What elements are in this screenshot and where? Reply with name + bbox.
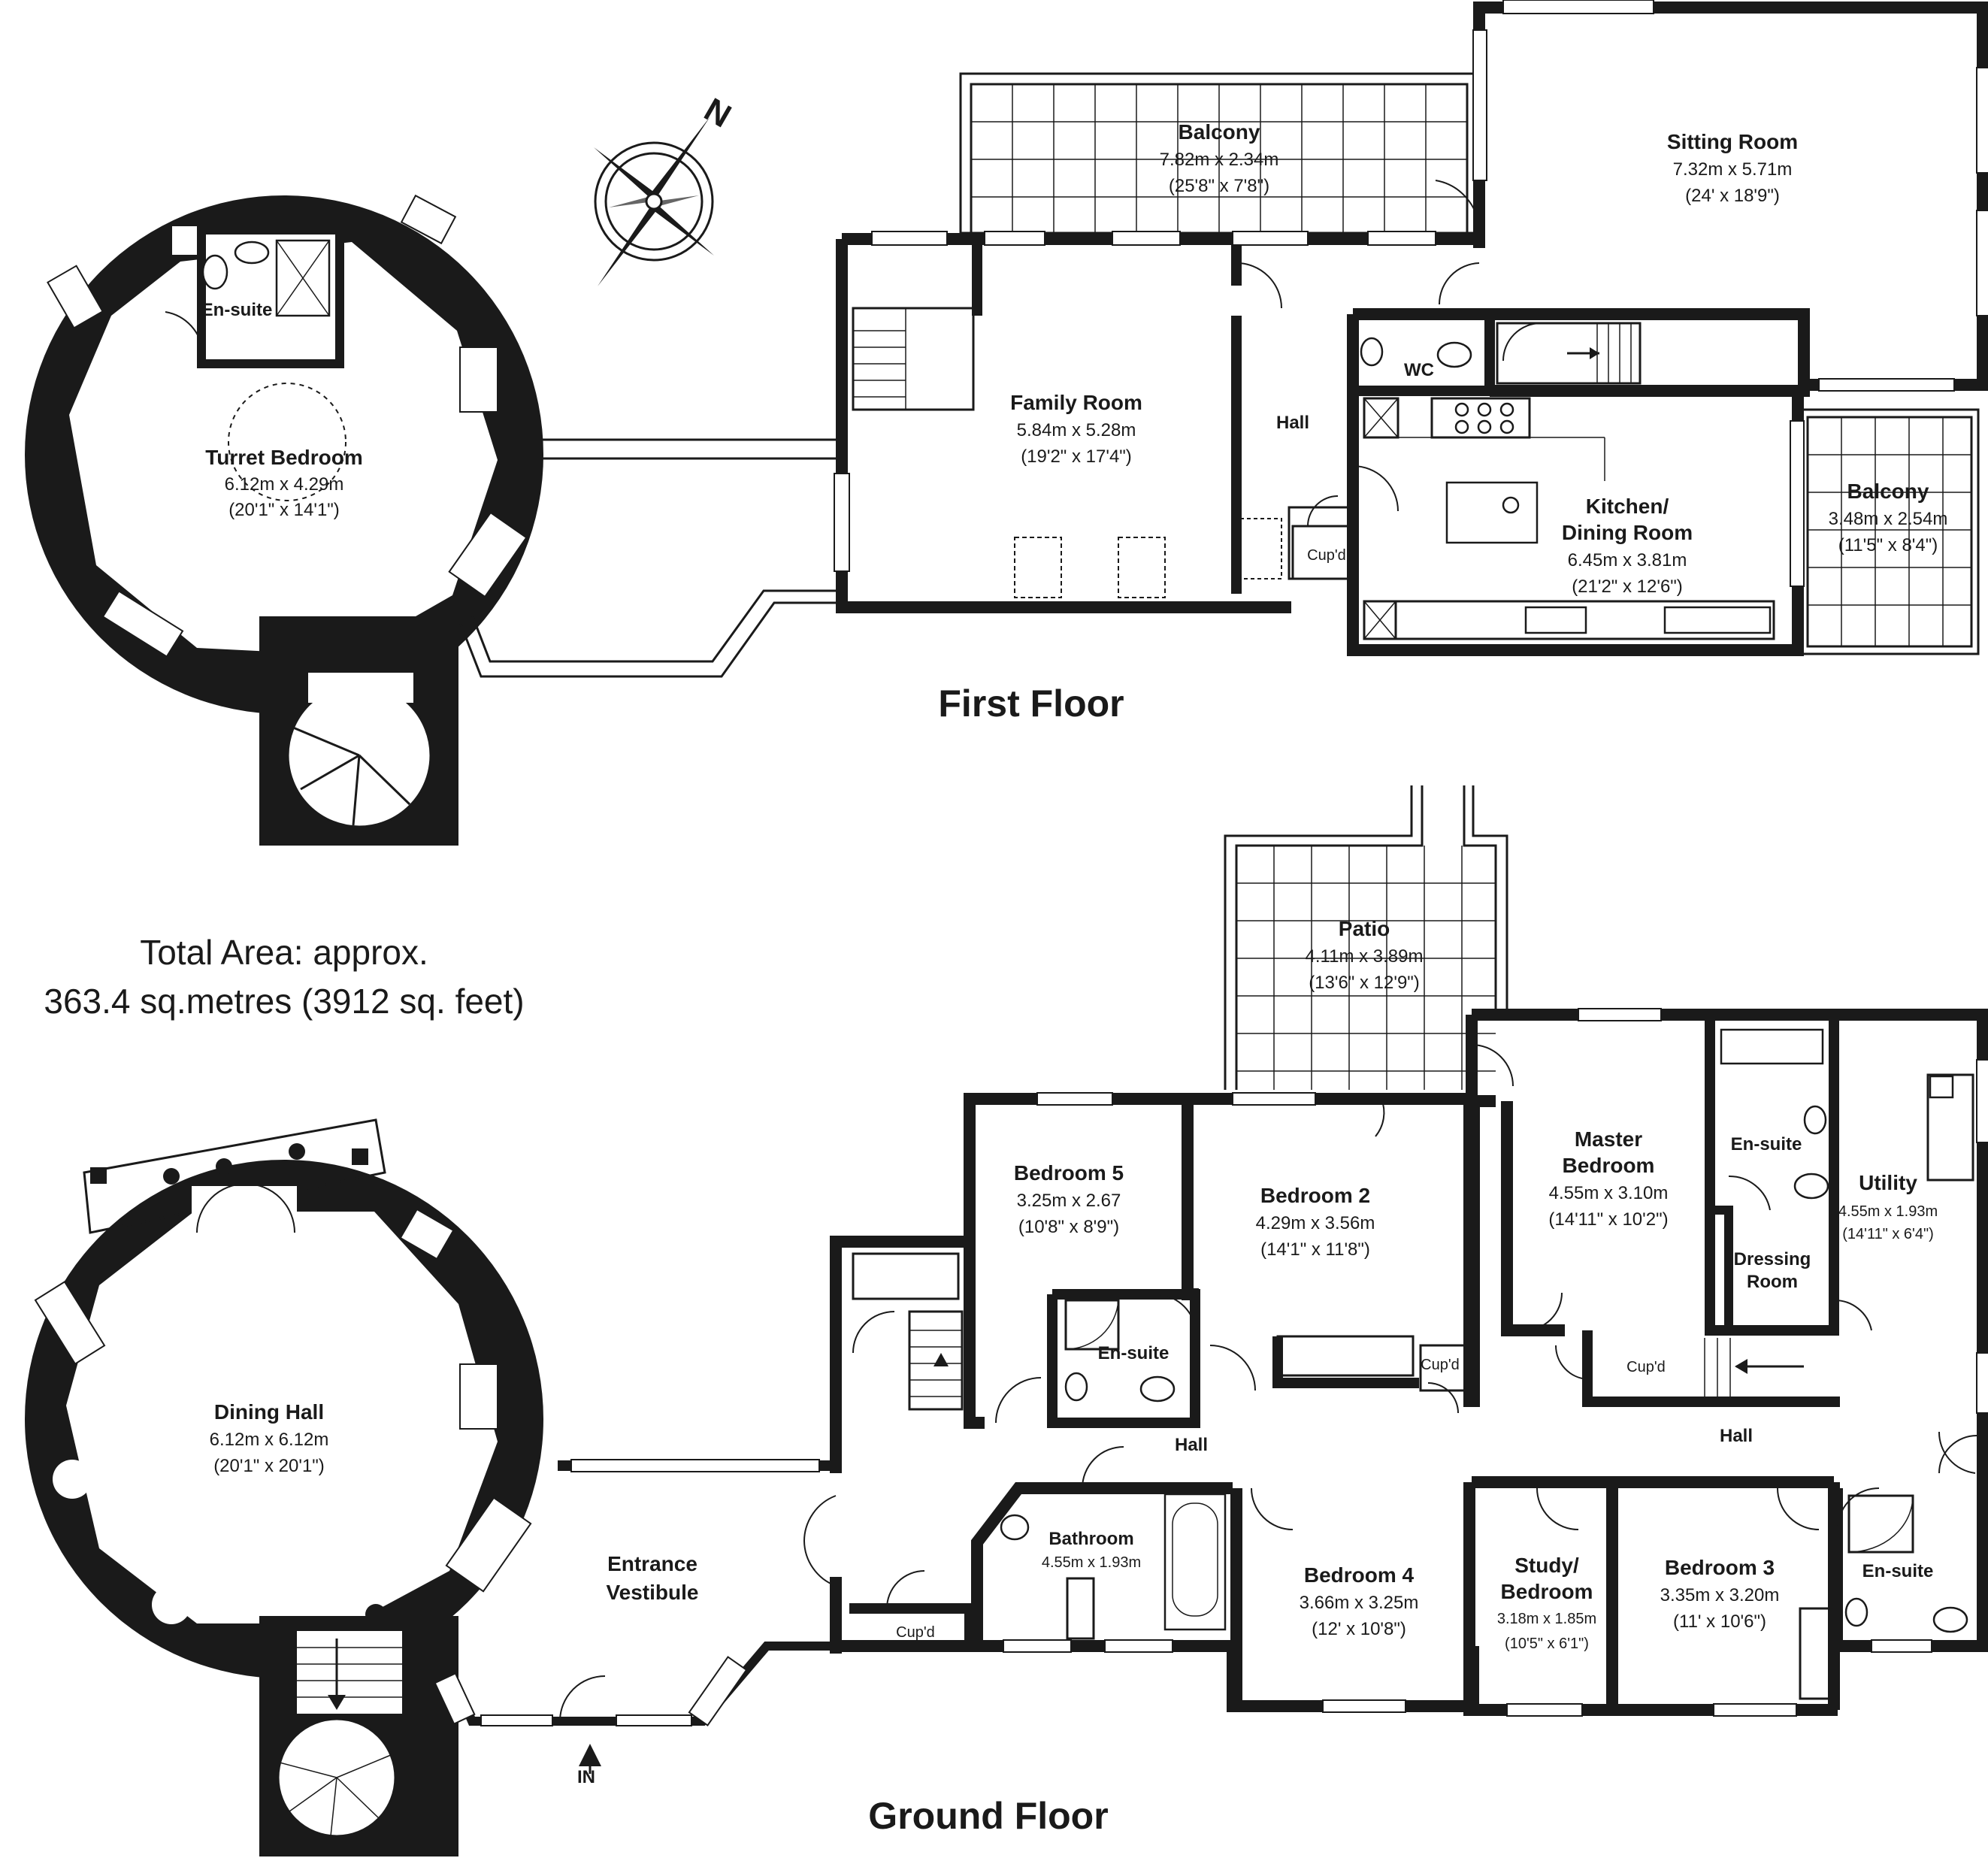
dining-hall-imperial: (20'1" x 20'1") [213,1456,325,1476]
balcony-east-metric: 3.48m x 2.54m [1829,509,1948,529]
study-name-line2: Bedroom [1501,1580,1593,1603]
bedroom2-metric: 4.29m x 3.56m [1256,1213,1375,1233]
turret-bedroom-imperial: (20'1" x 14'1") [228,500,340,520]
total-area-line1: Total Area: approx. [140,933,428,972]
sitting-room-walls [1435,0,1988,392]
sitting-room-metric: 7.32m x 5.71m [1673,159,1793,180]
sitting-room-imperial: (24' x 18'9") [1685,186,1780,206]
ground-floor-title: Ground Floor [868,1795,1108,1837]
family-room-metric: 5.84m x 5.28m [1017,420,1136,440]
bedroom5-name: Bedroom 5 [1014,1161,1124,1185]
bedroom4-metric: 3.66m x 3.25m [1300,1593,1419,1613]
compass-north-label: N [698,91,737,135]
patio-name: Patio [1339,917,1390,940]
utility-metric: 4.55m x 1.93m [1838,1203,1938,1220]
vestibule-name-line1: Entrance [607,1552,697,1575]
study-imperial: (10'5" x 6'1") [1505,1636,1589,1652]
sitting-room-name: Sitting Room [1667,130,1798,153]
utility-name: Utility [1859,1171,1917,1194]
bedroom3-metric: 3.35m x 3.20m [1660,1585,1780,1605]
balcony-north-name: Balcony [1179,120,1260,144]
ground-floor-labels: Patio 4.11m x 3.89m (13'6" x 12'9") Dini… [210,917,1938,1837]
first-floor-labels: Turret Bedroom 6.12m x 4.29m (20'1" x 14… [201,120,1948,725]
balcony-north-metric: 7.82m x 2.34m [1160,150,1279,170]
kitchen-name-line1: Kitchen/ [1586,495,1669,518]
hall-cupd-name: Cup'd [1626,1359,1666,1375]
bathroom-name: Bathroom [1048,1529,1133,1549]
bedroom5-imperial: (10'8" x 8'9") [1018,1217,1119,1237]
ground-floor-walls [830,1008,1988,1654]
balcony-north-imperial: (25'8" x 7'8") [1169,176,1269,196]
bedroom5-metric: 3.25m x 2.67 [1017,1191,1121,1211]
ground-floor-south [830,1435,1988,1717]
first-cupd-name: Cup'd [1307,547,1346,564]
patio-imperial: (13'6" x 12'9") [1309,973,1420,993]
hall-west-name: Hall [1175,1435,1208,1455]
master-bedroom-metric: 4.55m x 3.10m [1549,1183,1669,1203]
total-area-line2: 363.4 sq.metres (3912 sq. feet) [44,982,524,1021]
utility-imperial: (14'11" x 6'4") [1842,1226,1934,1242]
bedroom4-name: Bedroom 4 [1304,1563,1415,1587]
ground-floor-turret [25,1118,543,1856]
vestibule-name-line2: Vestibule [607,1581,699,1604]
total-area: Total Area: approx. 363.4 sq.metres (391… [44,933,524,1021]
master-bedroom-name-line2: Bedroom [1563,1154,1655,1177]
bedroom3-ensuite-name: En-suite [1862,1561,1934,1581]
bedroom2-cupd-name: Cup'd [1421,1357,1460,1373]
turret-ensuite-name: En-suite [201,300,273,320]
turret-bedroom-metric: 6.12m x 4.29m [225,474,344,495]
first-floor-turret [25,194,543,846]
dressing-room-name-line1: Dressing [1734,1249,1811,1269]
wc-name: WC [1404,360,1434,380]
dining-hall-name: Dining Hall [214,1400,324,1424]
dressing-room-name-line2: Room [1747,1272,1798,1292]
family-room-imperial: (19'2" x 17'4") [1021,446,1132,467]
entrance-label: IN [577,1767,595,1787]
balcony-east-imperial: (11'5" x 8'4") [1838,535,1938,555]
kitchen-imperial: (21'2" x 12'6") [1572,576,1683,597]
master-bedroom-name-line1: Master [1575,1127,1642,1151]
first-floor-walls [834,231,1810,656]
dining-hall-metric: 6.12m x 6.12m [210,1430,329,1450]
family-room-name: Family Room [1010,391,1142,414]
bedroom2-imperial: (14'1" x 11'8") [1260,1239,1370,1260]
master-bedroom-imperial: (14'11" x 10'2") [1548,1209,1668,1230]
study-name-line1: Study/ [1514,1554,1579,1577]
balcony-east-name: Balcony [1847,480,1929,503]
patio-metric: 4.11m x 3.89m [1306,946,1424,967]
hall-east-name: Hall [1720,1426,1753,1446]
study-metric: 3.18m x 1.85m [1497,1611,1596,1627]
kitchen-metric: 6.45m x 3.81m [1568,550,1687,570]
bedroom2-name: Bedroom 2 [1260,1184,1370,1207]
bathroom-metric: 4.55m x 1.93m [1042,1554,1141,1571]
patio [1224,785,1508,1090]
master-ensuite-name: En-suite [1731,1134,1802,1154]
kitchen-name-line2: Dining Room [1562,521,1693,544]
turret-bedroom-name: Turret Bedroom [205,446,363,469]
compass-rose: N [594,91,737,286]
bedroom4-imperial: (12' x 10'8") [1312,1619,1406,1639]
bedroom3-name: Bedroom 3 [1665,1556,1775,1579]
first-hall-name: Hall [1276,413,1309,433]
bedroom5-ensuite-name: En-suite [1098,1343,1170,1363]
first-floor-link [458,438,836,678]
vestibule-cupd-name: Cup'd [896,1624,935,1641]
balcony-east [1790,408,1980,655]
first-floor-title: First Floor [938,682,1124,725]
bedroom3-imperial: (11' x 10'6") [1673,1611,1766,1632]
